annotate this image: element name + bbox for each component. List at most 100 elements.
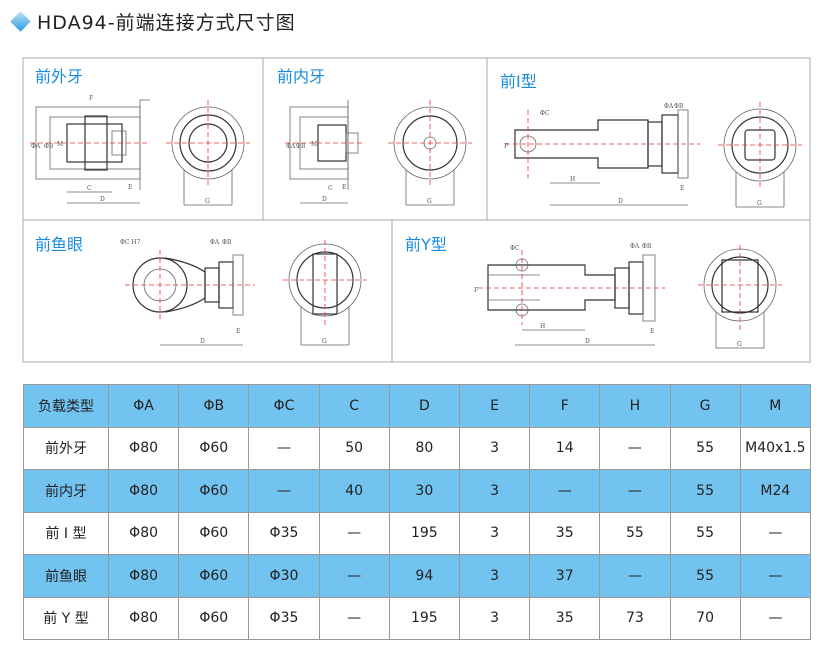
- header-cell: M: [739, 384, 812, 428]
- dim-g: G: [427, 198, 432, 205]
- dim-h: H: [570, 176, 575, 183]
- table-cell: Φ60: [178, 426, 250, 470]
- table-cell: M24: [739, 469, 812, 513]
- dim-c: C: [87, 185, 92, 192]
- header-cell: E: [458, 384, 531, 428]
- table-cell: Φ60: [178, 511, 250, 555]
- dim-b: ΦB: [44, 143, 54, 150]
- dim-m: M: [311, 141, 317, 148]
- table-cell: 30: [388, 469, 460, 513]
- table-cell: 14: [529, 426, 601, 470]
- header-cell: F: [529, 384, 601, 428]
- table-cell: Φ30: [248, 554, 320, 598]
- dim-h: H: [540, 323, 545, 330]
- table-cell: —: [599, 426, 671, 470]
- dim-a: ΦA: [664, 103, 674, 110]
- table-cell: —: [248, 469, 320, 513]
- table-cell: 94: [388, 554, 460, 598]
- table-cell: Φ80: [107, 554, 180, 598]
- table-cell: 35: [529, 596, 601, 640]
- table-cell: Φ80: [107, 426, 180, 470]
- table-cell: 50: [318, 426, 390, 470]
- panel-label: 前I型: [500, 72, 537, 91]
- dim-c: ΦC: [510, 245, 520, 252]
- table-cell: Φ60: [178, 554, 250, 598]
- dim-d: D: [100, 196, 105, 203]
- table-cell: —: [529, 469, 601, 513]
- page-title-text: HDA94-前端连接方式尺寸图: [37, 12, 296, 34]
- panel-front-external-thread: 前外牙 F ΦA ΦB M C E D G: [30, 67, 250, 206]
- table-cell: 195: [388, 596, 460, 640]
- dim-f: F: [504, 143, 508, 150]
- dim-a: ΦA: [31, 143, 41, 150]
- panel-label: 前Y型: [405, 235, 447, 254]
- table-cell: 55: [669, 511, 741, 555]
- table-cell: Φ35: [248, 596, 320, 640]
- panel-front-y-type: 前Y型 ΦC ΦA ΦB F H E D G: [405, 235, 782, 349]
- page-title: HDA94-前端连接方式尺寸图: [10, 8, 296, 35]
- dim-c: ΦC H7: [120, 239, 141, 246]
- table-cell: —: [739, 596, 812, 640]
- table-cell: 55: [669, 554, 741, 598]
- dim-a: ΦA: [210, 239, 220, 246]
- panel-label: 前鱼眼: [35, 235, 83, 254]
- table-cell: 前 Y 型: [23, 596, 109, 640]
- dim-b: ΦB: [674, 103, 684, 110]
- table-cell: 40: [318, 469, 390, 513]
- table-cell: —: [318, 554, 390, 598]
- table-cell: —: [248, 426, 320, 470]
- table-cell: Φ80: [107, 469, 180, 513]
- table-cell: 55: [669, 469, 741, 513]
- table-cell: 55: [669, 426, 741, 470]
- table-cell: 70: [669, 596, 741, 640]
- drawing-frame: [22, 57, 811, 363]
- header-cell: ΦB: [178, 384, 250, 428]
- table-cell: 3: [458, 426, 531, 470]
- panel-label: 前外牙: [35, 67, 83, 86]
- table-cell: —: [599, 554, 671, 598]
- table-cell: —: [739, 554, 812, 598]
- dim-d: D: [322, 196, 327, 203]
- table-cell: 73: [599, 596, 671, 640]
- header-cell: ΦA: [107, 384, 180, 428]
- table-cell: Φ80: [107, 511, 180, 555]
- table-cell: Φ60: [178, 596, 250, 640]
- table-cell: 35: [529, 511, 601, 555]
- dim-d: D: [585, 338, 590, 345]
- table-cell: 前 I 型: [23, 511, 109, 555]
- header-cell: G: [669, 384, 741, 428]
- panel-front-fish-eye: 前鱼眼 ΦC H7 ΦA ΦB E D G: [35, 235, 367, 346]
- dim-g: G: [205, 198, 210, 205]
- dim-a: ΦA: [286, 143, 296, 150]
- table-cell: 3: [458, 554, 531, 598]
- dim-g: G: [737, 341, 742, 348]
- dim-f: F: [474, 287, 478, 294]
- dim-c: ΦC: [540, 110, 550, 117]
- header-cell: ΦC: [248, 384, 320, 428]
- panel-label: 前内牙: [277, 67, 325, 86]
- table-cell: Φ80: [107, 596, 180, 640]
- header-cell: C: [318, 384, 390, 428]
- dim-m: M: [57, 141, 63, 148]
- header-cell: 负载类型: [23, 384, 109, 428]
- table-cell: Φ35: [248, 511, 320, 555]
- dim-f: F: [89, 95, 93, 102]
- table-cell: 195: [388, 511, 460, 555]
- table-cell: 3: [458, 596, 531, 640]
- table-cell: 55: [599, 511, 671, 555]
- dim-a: ΦA: [630, 243, 640, 250]
- table-cell: 37: [529, 554, 601, 598]
- table-cell: 前外牙: [23, 426, 109, 470]
- table-cell: —: [599, 469, 671, 513]
- table-cell: —: [318, 596, 390, 640]
- dim-d: D: [618, 198, 623, 205]
- dim-g: G: [322, 338, 327, 345]
- table-cell: 3: [458, 469, 531, 513]
- table-cell: 80: [388, 426, 460, 470]
- table-cell: 3: [458, 511, 531, 555]
